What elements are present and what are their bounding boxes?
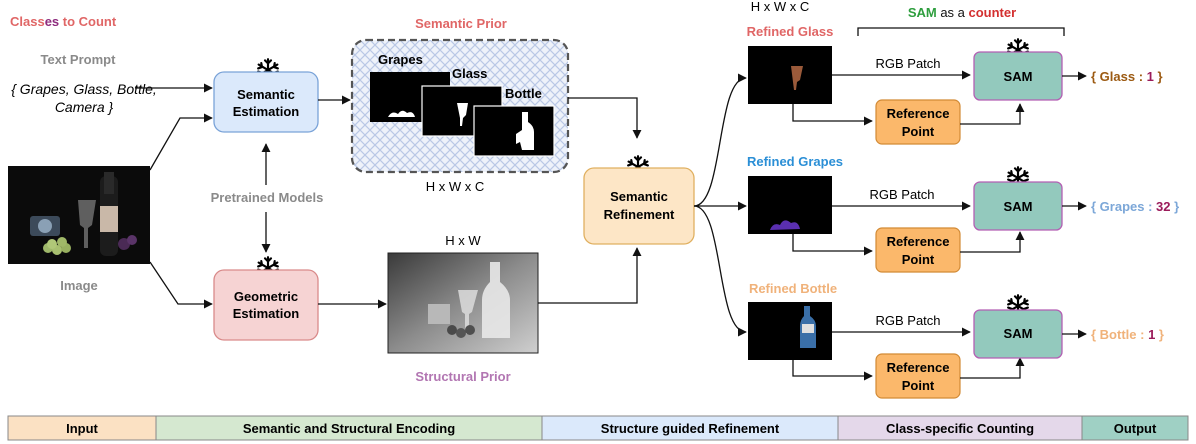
legend-refinement: Structure guided Refinement — [601, 421, 780, 436]
semantic-refinement-box — [583, 167, 695, 245]
output-grapes: { Grapes : 32 } — [1091, 199, 1179, 214]
prompt-line-2: Camera } — [55, 99, 114, 115]
legend-encoding: Semantic and Structural Encoding — [243, 421, 455, 436]
sam-counter-heading: SAM as a counter — [908, 5, 1016, 20]
geometric-estimation-line2: Estimation — [233, 306, 300, 321]
rgb-patch-label: RGB Patch — [869, 187, 934, 202]
legend-output: Output — [1114, 421, 1157, 436]
rgb-patch-label: RGB Patch — [875, 56, 940, 71]
prompt-line-1: { Grapes, Glass, Bottle, — [11, 81, 157, 97]
semantic-estimation-box — [213, 71, 319, 133]
rgb-patch-label: RGB Patch — [875, 313, 940, 328]
refined-grapes-label: Refined Grapes — [747, 154, 843, 169]
image-label: Image — [60, 278, 98, 293]
sam-label: SAM — [1004, 326, 1033, 341]
reference-point-line2: Point — [902, 252, 935, 267]
pretrained-models-label: Pretrained Models — [211, 190, 324, 205]
sam-label: SAM — [1004, 69, 1033, 84]
reference-point-line1: Reference — [887, 360, 950, 375]
semantic-estimation-line2: Estimation — [233, 104, 300, 119]
legend-input: Input — [66, 421, 98, 436]
text-prompt-label: Text Prompt — [41, 52, 117, 67]
refined-glass-label: Refined Glass — [747, 24, 834, 39]
mask-label-grapes: Grapes — [378, 52, 423, 67]
output-bottle: { Bottle : 1 } — [1091, 327, 1164, 342]
semantic-refinement-line1: Semantic — [610, 189, 668, 204]
structural-prior-label: Structural Prior — [415, 369, 510, 384]
refined-glass-image — [748, 46, 832, 104]
mask-label-glass: Glass — [452, 66, 487, 81]
refined-bottle-image — [748, 302, 832, 360]
reference-point-line2: Point — [902, 124, 935, 139]
semantic-prior-dims: H x W x C — [426, 179, 485, 194]
semantic-prior-title: Semantic Prior — [415, 16, 507, 31]
classes-to-count-heading: Classes to Count — [10, 14, 117, 29]
legend-counting: Class-specific Counting — [886, 421, 1034, 436]
output-glass: { Glass : 1 } — [1091, 69, 1163, 84]
reference-point-line1: Reference — [887, 234, 950, 249]
input-image — [8, 166, 150, 264]
reference-point-box — [875, 353, 961, 399]
structural-prior-dims: H x W — [445, 233, 481, 248]
refined-bottle-label: Refined Bottle — [749, 281, 837, 296]
reference-point-box — [875, 99, 961, 145]
semantic-estimation-line1: Semantic — [237, 87, 295, 102]
bottle-mask — [473, 105, 555, 157]
mask-label-bottle: Bottle — [505, 86, 542, 101]
sam-label: SAM — [1004, 199, 1033, 214]
geometric-estimation-line1: Geometric — [234, 289, 298, 304]
reference-point-line1: Reference — [887, 106, 950, 121]
stage-legend: Input Semantic and Structural Encoding S… — [7, 415, 1189, 441]
semantic-refinement-line2: Refinement — [604, 207, 675, 222]
reference-point-box — [875, 227, 961, 273]
reference-point-line2: Point — [902, 378, 935, 393]
refined-dims: H x W x C — [751, 0, 810, 14]
geometric-estimation-box — [213, 269, 319, 341]
